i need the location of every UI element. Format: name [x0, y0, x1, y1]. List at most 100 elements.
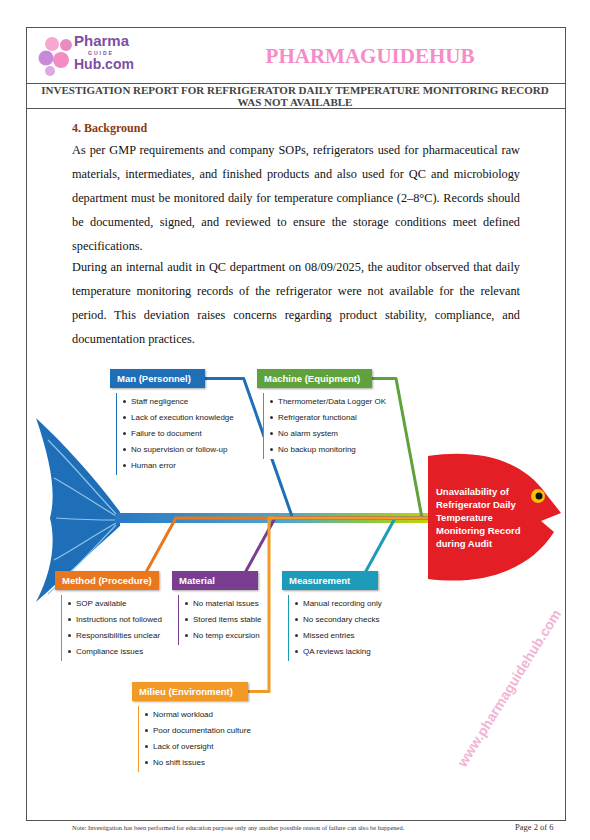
cause-item: No material issues — [185, 596, 261, 612]
bullet-dot — [123, 416, 126, 419]
cause-item: Human error — [123, 458, 234, 474]
fishbone-bone — [248, 518, 428, 692]
cause-text: Lack of execution knowledge — [131, 413, 234, 422]
cause-text: No material issues — [193, 599, 259, 608]
category-band: Measurement — [282, 571, 378, 590]
bullet-dot — [123, 448, 126, 451]
cause-item: Staff negligence — [123, 394, 234, 410]
cause-text: Responsibilities unclear — [76, 631, 160, 640]
cause-item: Poor documentation culture — [145, 723, 251, 739]
logo-tagline: GUIDE — [88, 50, 114, 56]
category-band: Method (Procedure) — [55, 571, 159, 590]
problem-statement: Unavailability of Refrigerator Daily Tem… — [436, 485, 528, 550]
report-title: INVESTIGATION REPORT FOR REFRIGERATOR DA… — [40, 85, 550, 108]
bullet-dot — [68, 650, 71, 653]
cause-item: Instructions not followed — [68, 612, 162, 628]
cause-text: Staff negligence — [131, 397, 188, 406]
cause-text: Thermometer/Data Logger OK — [278, 397, 386, 406]
bullet-dot — [185, 618, 188, 621]
cause-text: QA reviews lacking — [303, 647, 371, 656]
bullet-dot — [270, 448, 273, 451]
cause-text: Missed entries — [303, 631, 355, 640]
header-rule — [26, 108, 566, 109]
bullet-dot — [145, 729, 148, 732]
cause-item: Normal workload — [145, 707, 251, 723]
bullet-dot — [145, 745, 148, 748]
cause-item: No shift issues — [145, 755, 251, 771]
cause-text: No supervision or follow-up — [131, 445, 228, 454]
watermark: www.pharmaguidehub.com — [454, 606, 564, 769]
cause-category: Material No material issuesStored items s… — [172, 570, 265, 645]
cause-text: Lack of oversight — [153, 742, 213, 751]
cause-text: Stored items stable — [193, 615, 261, 624]
body-paragraph: As per GMP requirements and company SOPs… — [72, 138, 520, 258]
logo-word: Hub.com — [74, 56, 134, 72]
category-band: Machine (Equipment) — [257, 369, 372, 388]
cause-item: No temp excursion — [185, 628, 261, 644]
bullet-dot — [123, 400, 126, 403]
cause-text: Poor documentation culture — [153, 726, 251, 735]
cause-list: SOP availableInstructions not followedRe… — [61, 595, 166, 661]
head-text-area: Unavailability of Refrigerator Daily Tem… — [436, 450, 528, 585]
bullet-dot — [145, 761, 148, 764]
bullet-dot — [295, 650, 298, 653]
cause-text: No backup monitoring — [278, 445, 356, 454]
cause-item: No secondary checks — [295, 612, 382, 628]
bullet-dot — [185, 602, 188, 605]
cause-text: Failure to document — [131, 429, 202, 438]
bullet-dot — [295, 618, 298, 621]
cause-category: Machine (Equipment) Thermometer/Data Logg… — [257, 368, 390, 459]
fishbone-bone — [246, 518, 428, 571]
cause-list: Manual recording only No secondary checks… — [288, 595, 386, 661]
bullet-dot — [185, 634, 188, 637]
cause-list: Normal workloadPoor documentation cultur… — [138, 706, 255, 772]
cause-item: Refrigerator functional — [270, 410, 386, 426]
cause-item: Lack of execution knowledge — [123, 410, 234, 426]
cause-list: Thermometer/Data Logger OK Refrigerator f… — [263, 393, 390, 459]
section-heading: 4. Background — [72, 121, 147, 135]
bullet-dot — [123, 432, 126, 435]
cause-item: No alarm system — [270, 426, 386, 442]
bullet-dot — [68, 602, 71, 605]
cause-text: Normal workload — [153, 710, 213, 719]
cause-item: SOP available — [68, 596, 162, 612]
cause-text: Human error — [131, 461, 176, 470]
bullet-dot — [145, 713, 148, 716]
page-number: Page 2 of 6 — [515, 822, 553, 832]
cause-item: Stored items stable — [185, 612, 261, 628]
bullet-dot — [270, 432, 273, 435]
category-band: Material — [172, 571, 258, 590]
cause-text: Instructions not followed — [76, 615, 162, 624]
problem-head: Unavailability of Refrigerator Daily Tem… — [428, 450, 563, 585]
cause-text: SOP available — [76, 599, 127, 608]
cause-category: Man (Personnel)Staff negligenceLack of e… — [110, 368, 238, 475]
cause-item: Failure to document — [123, 426, 234, 442]
cause-category: Method (Procedure) SOP availableInstructi… — [55, 570, 166, 661]
fishbone-bone — [147, 518, 428, 571]
logo-circles — [39, 37, 73, 76]
cause-text: No alarm system — [278, 429, 338, 438]
cause-item: Lack of oversight — [145, 739, 251, 755]
fishbone-bone — [366, 518, 428, 571]
site-heading: PHARMAGUIDEHUB — [230, 44, 510, 68]
cause-item: No backup monitoring — [270, 442, 386, 458]
cause-item: Thermometer/Data Logger OK — [270, 394, 386, 410]
cause-item: Responsibilities unclear — [68, 628, 162, 644]
cause-item: Manual recording only — [295, 596, 382, 612]
body-paragraph: During an internal audit in QC departmen… — [72, 255, 520, 351]
cause-category: MeasurementManual recording only No secon… — [282, 570, 386, 661]
cause-text: No shift issues — [153, 758, 205, 767]
cause-item: QA reviews lacking — [295, 644, 382, 660]
cause-text: Compliance issues — [76, 647, 143, 656]
cause-item: No supervision or follow-up — [123, 442, 234, 458]
bullet-dot — [270, 400, 273, 403]
cause-text: Manual recording only — [303, 599, 382, 608]
cause-text: No temp excursion — [193, 631, 260, 640]
bullet-dot — [68, 634, 71, 637]
cause-text: No secondary checks — [303, 615, 379, 624]
cause-category: Milieu (Environment)Normal workloadPoor … — [132, 681, 255, 772]
header-rule — [26, 83, 566, 84]
bullet-dot — [270, 416, 273, 419]
